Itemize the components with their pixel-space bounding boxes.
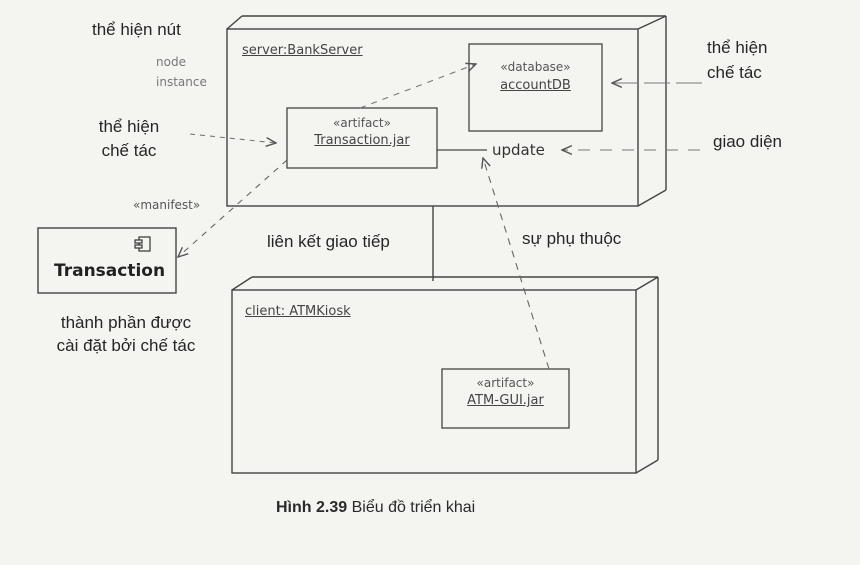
artifact-atm-gui-name: ATM-GUI.jar (467, 393, 544, 408)
label-interface: giao diện (713, 132, 783, 151)
manifest-arrow (178, 159, 288, 257)
label-artifact-instance-left-2: chế tác (101, 141, 157, 160)
label-communication-link: liên kết giao tiếp (267, 232, 390, 251)
caption-text: Biểu đồ triển khai (351, 499, 476, 516)
label-component-desc-1: thành phần được (60, 313, 192, 332)
label-node-instance: thể hiện nút (92, 20, 181, 39)
label-artifact-instance-right-1: thể hiện (707, 38, 768, 57)
dependency-arrow (483, 158, 550, 370)
artifact-transaction-name: Transaction.jar (314, 133, 410, 148)
label-node-en: node (156, 55, 186, 69)
label-artifact-instance-right-2: chế tác (707, 63, 762, 82)
component-icon (134, 236, 151, 252)
artifact-transaction-box (286, 107, 438, 169)
leader-artifact-instance-left (189, 133, 276, 143)
interface-update-label: update (492, 141, 545, 159)
artifact-atm-gui-stereotype: «artifact» (476, 376, 535, 390)
component-box (37, 227, 177, 294)
artifact-atm-gui-box (441, 368, 570, 429)
component-name: Transaction (54, 261, 166, 281)
label-instance-en: instance (156, 75, 207, 89)
client-node-name: client: ATMKiosk (245, 304, 351, 319)
database-box (468, 43, 603, 132)
database-name: accountDB (500, 78, 571, 93)
label-dependency: sự phụ thuộc (522, 229, 622, 248)
figure-caption: Hình 2.39 Biểu đồ triển khai (276, 499, 475, 517)
label-manifest: «manifest» (133, 198, 201, 212)
label-component-desc-2: cài đặt bởi chế tác (56, 336, 196, 355)
caption-number: Hình 2.39 (276, 499, 348, 516)
server-node-name: server:BankServer (242, 43, 363, 58)
artifact-to-database-line (359, 64, 476, 109)
client-node (231, 276, 659, 474)
artifact-transaction-stereotype: «artifact» (333, 116, 391, 130)
database-stereotype: «database» (500, 60, 571, 74)
label-artifact-instance-left-1: thể hiện (98, 117, 160, 136)
